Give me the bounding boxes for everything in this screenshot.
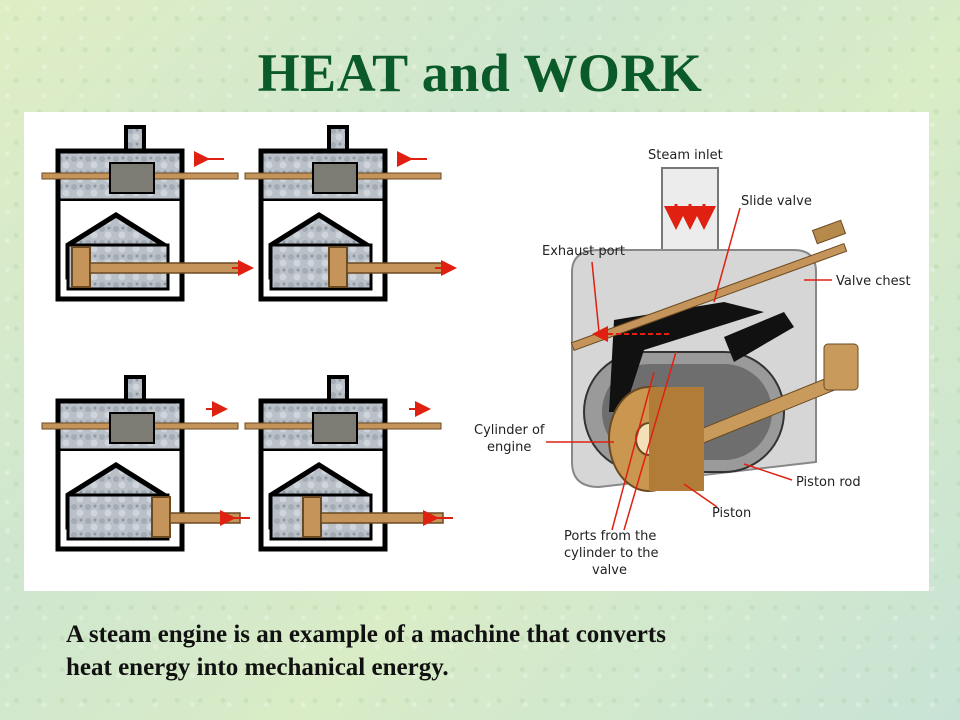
caption-line-1: A steam engine is an example of a machin…: [66, 621, 666, 648]
label-ports-line3: valve: [592, 563, 627, 578]
label-piston: Piston: [712, 506, 751, 521]
label-cylinder-line1: Cylinder of: [474, 423, 545, 438]
engine-stage-4: [244, 375, 453, 552]
caption-line-2: heat energy into mechanical energy.: [66, 654, 449, 681]
engine-stage-3: [41, 375, 250, 552]
label-piston-rod: Piston rod: [796, 475, 861, 490]
steam-engine-diagram: Steam inlet Slide valve Exhaust port Val…: [41, 125, 911, 578]
diagram-panel: Steam inlet Slide valve Exhaust port Val…: [24, 112, 929, 591]
label-ports-line2: cylinder to the: [564, 546, 659, 561]
label-exhaust-port: Exhaust port: [542, 244, 625, 259]
slide-title: HEAT and WORK: [257, 43, 703, 103]
label-cylinder-line2: engine: [487, 440, 531, 455]
slide-caption: A steam engine is an example of a machin…: [66, 618, 886, 684]
labeled-engine-cutaway: Steam inlet Slide valve Exhaust port Val…: [474, 148, 911, 578]
callout-lines: [546, 207, 832, 531]
label-steam-inlet: Steam inlet: [648, 148, 723, 163]
engine-stage-2: [244, 125, 457, 302]
label-ports-line1: Ports from the: [564, 529, 656, 544]
label-valve-chest: Valve chest: [836, 274, 911, 289]
engine-stage-1: [41, 125, 254, 302]
label-slide-valve: Slide valve: [741, 194, 812, 209]
